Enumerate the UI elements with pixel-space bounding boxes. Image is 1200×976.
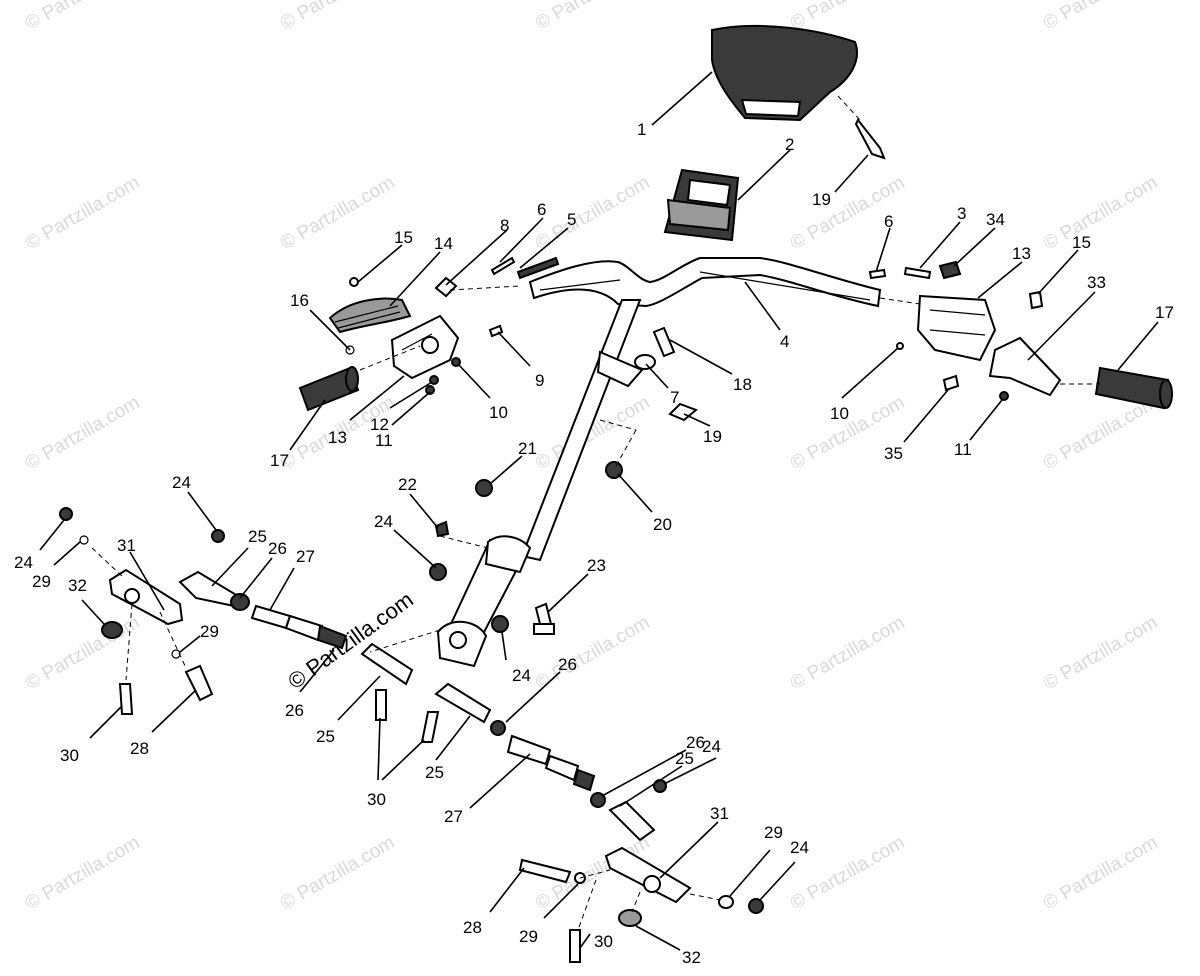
small-hardware <box>345 118 1044 635</box>
callout-2: 2 <box>785 135 794 154</box>
callout-26: 26 <box>686 733 705 752</box>
callout-12: 12 <box>370 415 389 434</box>
callout-17: 17 <box>1155 303 1174 322</box>
part-33-throttle-lever <box>988 336 1062 397</box>
callout-28: 28 <box>463 918 482 937</box>
callout-17: 17 <box>270 451 289 470</box>
part-2-handlebar-pad <box>663 168 740 242</box>
callout-33: 33 <box>1087 273 1106 292</box>
callout-labels: 1 2 19 6 5 8 15 14 16 9 10 12 11 13 17 4… <box>14 120 1174 967</box>
callout-30: 30 <box>60 746 79 765</box>
callout-35: 35 <box>884 444 903 463</box>
left-tie-rod-assembly <box>59 507 348 715</box>
callout-28: 28 <box>130 739 149 758</box>
leader-lines <box>39 71 1159 951</box>
watermark: © Partzilla.com <box>277 0 398 34</box>
right-tie-rod-assembly <box>518 846 764 963</box>
alignment-lines <box>91 95 1100 931</box>
callout-16: 16 <box>290 291 309 310</box>
watermark: © Partzilla.com <box>22 392 143 474</box>
callout-20: 20 <box>653 515 672 534</box>
callout-24: 24 <box>172 473 191 492</box>
watermark: © Partzilla.com <box>277 172 398 254</box>
watermark: © Partzilla.com <box>1040 172 1161 254</box>
callout-9: 9 <box>535 371 544 390</box>
callout-29: 29 <box>519 927 538 946</box>
part-13-control-housing-right <box>916 294 997 362</box>
callout-7: 7 <box>670 388 679 407</box>
callout-26: 26 <box>285 701 304 720</box>
part-1-hood-pad <box>711 24 858 122</box>
callout-34: 34 <box>986 210 1005 229</box>
callout-10: 10 <box>489 403 508 422</box>
callout-22: 22 <box>398 475 417 494</box>
callout-24: 24 <box>512 666 531 685</box>
callout-13: 13 <box>328 428 347 447</box>
callout-24: 24 <box>790 838 809 857</box>
watermark: © Partzilla.com <box>1040 612 1161 694</box>
callout-1: 1 <box>637 120 646 139</box>
part-14-brake-lever <box>328 297 412 334</box>
callout-29: 29 <box>764 823 783 842</box>
callout-3: 3 <box>957 204 966 223</box>
callout-25: 25 <box>248 527 267 546</box>
callout-11: 11 <box>375 431 393 450</box>
callout-24: 24 <box>702 737 721 756</box>
part-17-grip-left <box>298 366 360 412</box>
part-17-grip-right <box>1094 366 1173 410</box>
callout-26: 26 <box>558 655 577 674</box>
watermark: © Partzilla.com <box>22 612 143 694</box>
watermark: © Partzilla.com <box>22 832 143 914</box>
callout-29: 29 <box>200 622 219 641</box>
watermark: © Partzilla.com <box>787 612 908 694</box>
part-4-handlebar <box>528 257 882 308</box>
callout-11: 11 <box>954 440 972 459</box>
callout-32: 32 <box>682 948 701 967</box>
watermark: © Partzilla.com <box>532 0 653 34</box>
callout-26: 26 <box>268 539 287 558</box>
part-steering-post <box>436 299 644 668</box>
callout-14: 14 <box>434 234 453 253</box>
callout-15: 15 <box>394 228 413 247</box>
callout-23: 23 <box>587 556 606 575</box>
callout-21: 21 <box>518 439 537 458</box>
callout-5: 5 <box>567 210 576 229</box>
callout-29: 29 <box>32 572 51 591</box>
callout-31: 31 <box>117 536 136 555</box>
callout-27: 27 <box>296 547 315 566</box>
watermark: © Partzilla.com <box>1040 832 1161 914</box>
callout-13: 13 <box>1012 244 1031 263</box>
callout-31: 31 <box>710 804 729 823</box>
callout-19: 19 <box>812 190 831 209</box>
part-13-control-housing-left <box>390 314 460 380</box>
callout-25: 25 <box>316 727 335 746</box>
callout-10: 10 <box>830 404 849 423</box>
watermark: © Partzilla.com <box>22 0 143 34</box>
watermark: © Partzilla.com <box>1040 0 1161 34</box>
callout-4: 4 <box>780 332 789 351</box>
watermark: © Partzilla.com <box>277 832 398 914</box>
callout-30: 30 <box>367 790 386 809</box>
callout-32: 32 <box>68 576 87 595</box>
callout-30: 30 <box>594 932 613 951</box>
callout-24: 24 <box>14 553 33 572</box>
callout-8: 8 <box>500 216 509 235</box>
callout-6: 6 <box>884 212 893 231</box>
callout-15: 15 <box>1072 233 1091 252</box>
callout-25: 25 <box>675 749 694 768</box>
callout-6: 6 <box>537 200 546 219</box>
callout-19: 19 <box>703 427 722 446</box>
watermark: © Partzilla.com <box>22 172 143 254</box>
callout-18: 18 <box>733 375 752 394</box>
callout-25: 25 <box>425 763 444 782</box>
callout-24: 24 <box>374 512 393 531</box>
callout-27: 27 <box>444 807 463 826</box>
